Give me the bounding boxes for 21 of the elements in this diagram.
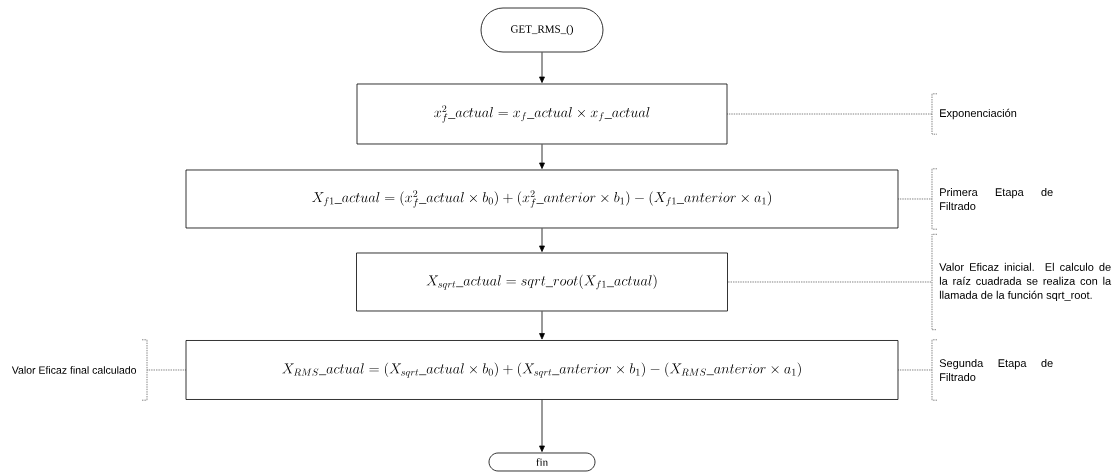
- terminal: GET_RMS_(): [480, 7, 604, 53]
- terminal: fin: [488, 452, 596, 472]
- process-box: $X_{f1}\_actual = (x_f^2\_actual \times b_0) + (x_f^2\_anterior \times b_1) - (X_{f1}\_anterior \times a_1)$: [185, 169, 899, 229]
- arrow: [539, 228, 545, 252]
- leader-line: [898, 369, 933, 371]
- leader-line: [727, 281, 933, 283]
- process-box: $x_f^2\_actual = x_f\_actual \times x_f\_actual$: [356, 83, 728, 145]
- arrow: [539, 144, 545, 169]
- leader-line: [898, 198, 933, 200]
- process-box: $X_{RMS}\_actual = (X_{sqrt}\_actual \times b_0) + (X_{sqrt}\_anterior \times b_1) - (X_{RMS}\_anterior \times a_1)$: [185, 340, 899, 400]
- arrow: [539, 311, 545, 340]
- annotation: Valor Eficaz inicial. El calculo de la raíz cuadrada se realiza con la llamada de la función sqrt_root.: [939, 262, 1112, 302]
- annotation: Primera Etapa de Filtrado: [940, 187, 1053, 211]
- leader-line: [146, 369, 186, 371]
- process-box: $X_{sqrt}\_actual = sqrt\_root(X_{f1}\_actual)$: [356, 252, 728, 312]
- arrow: [539, 399, 545, 452]
- annotation: Valor Eficaz final calculado: [11, 366, 137, 374]
- leader-line: [727, 113, 933, 115]
- annotation: Exponenciación: [940, 108, 1017, 120]
- annotation: Segunda Etapa de Filtrado: [939, 358, 1053, 382]
- arrow: [539, 52, 545, 83]
